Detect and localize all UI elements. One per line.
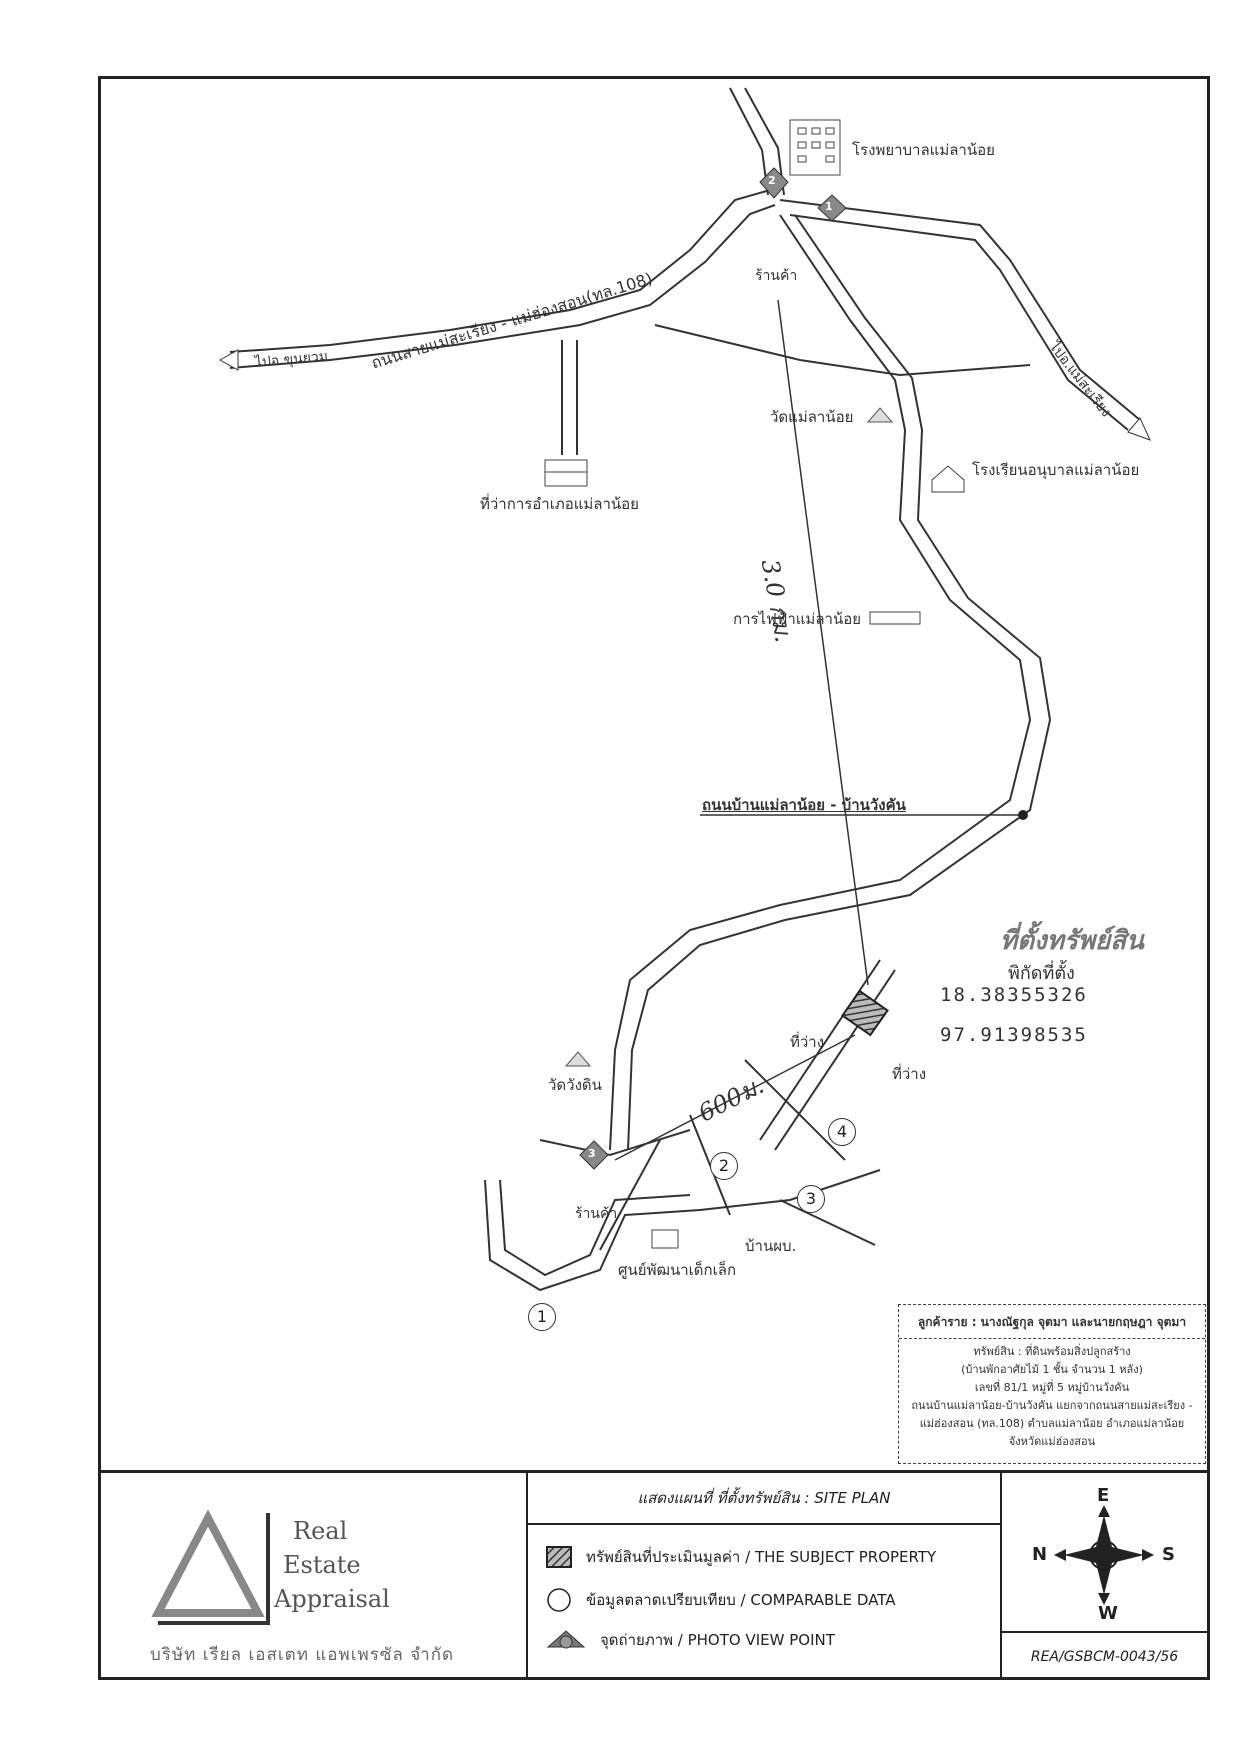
legend-row-comparable: ข้อมูลตลาดเปรียบเทียบ / COMPARABLE DATA bbox=[546, 1587, 896, 1613]
hospital-icon bbox=[789, 119, 841, 176]
subject-access-road-2 bbox=[774, 969, 896, 1151]
comparable-marker-4: 4 bbox=[828, 1118, 856, 1146]
legend-panel: Real Estate Appraisal บริษัท เรียล เอสเต… bbox=[98, 1470, 1210, 1680]
comparable-circle-icon bbox=[547, 1588, 571, 1612]
legend-subject-label: ทรัพย์สินที่ประเมินมูลค่า / THE SUBJECT … bbox=[586, 1548, 937, 1566]
comparable-marker-1: 1 bbox=[528, 1303, 556, 1331]
village-road-5 bbox=[744, 1059, 846, 1161]
label-child-center: ศูนย์พัฒนาเด็กเล็ก bbox=[618, 1261, 737, 1279]
label-village-head: บ้านผบ. bbox=[745, 1237, 797, 1255]
arrow-to-maesariang bbox=[1127, 417, 1151, 441]
info-line: เลขที่ 81/1 หมู่ที่ 5 หมู่บ้านวังคัน bbox=[974, 1381, 1130, 1394]
company-name-th: บริษัท เรียล เอสเตท แอพเพรซัล จำกัด bbox=[150, 1645, 455, 1665]
map-frame bbox=[98, 76, 1210, 1680]
comparable-marker-3: 3 bbox=[797, 1185, 825, 1213]
east-road-top bbox=[779, 199, 1141, 421]
village-road-7 bbox=[599, 1139, 661, 1251]
legend-photo-label: จุดถ่ายภาพ / PHOTO VIEW POINT bbox=[600, 1631, 835, 1649]
compass-east: E bbox=[1097, 1485, 1110, 1506]
label-wat-wangdin: วัดวังดิน bbox=[548, 1076, 602, 1094]
company-logo-icon bbox=[151, 1509, 270, 1625]
photo-point-marker-3 bbox=[579, 1140, 609, 1170]
photo-point-marker-1 bbox=[817, 194, 847, 222]
distance-line-north bbox=[777, 299, 869, 986]
subject-property bbox=[841, 989, 889, 1037]
kindergarten-icon bbox=[931, 465, 965, 493]
highway-edge-top bbox=[229, 189, 771, 353]
local-road-left bbox=[609, 214, 1032, 1151]
subject-swatch-icon bbox=[546, 1546, 572, 1568]
label-vacant-2: ที่ว่าง bbox=[892, 1065, 927, 1083]
compass-north: N bbox=[1032, 1544, 1048, 1565]
compass-cell: E W N S REA/GSBCM-0043/56 bbox=[1002, 1473, 1207, 1680]
photo-point-icon bbox=[546, 1630, 586, 1649]
coord-lon: 97.91398535 bbox=[940, 1024, 1088, 1046]
wat-wangdin-icon bbox=[564, 1051, 592, 1067]
label-shop-north: ร้านค้า bbox=[755, 268, 798, 284]
photo-point-marker-2 bbox=[759, 167, 789, 199]
logo-line-3: Appraisal bbox=[274, 1585, 390, 1613]
reference-number: REA/GSBCM-0043/56 bbox=[1002, 1631, 1207, 1682]
side-road bbox=[654, 324, 1031, 377]
label-district-office: ที่ว่าการอำเภอแม่ลาน้อย bbox=[480, 495, 639, 513]
info-line: จังหวัดแม่ฮ่องสอน bbox=[1008, 1435, 1096, 1448]
label-wat-maelanoi: วัดแม่ลาน้อย bbox=[770, 408, 854, 426]
village-road-6 bbox=[779, 1199, 876, 1246]
info-line: (บ้านพักอาศัยไม้ 1 ชั้น จำนวน 1 หลัง) bbox=[961, 1363, 1143, 1376]
local-road-right bbox=[627, 214, 1052, 1151]
info-line: แม่ฮ่องสอน (ทล.108) ตำบลแม่ลาน้อย อำเภอแ… bbox=[919, 1417, 1185, 1430]
compass-rose-icon bbox=[1054, 1505, 1154, 1605]
label-local-road: ถนนบ้านแม่ลาน้อย - บ้านวังคัน bbox=[702, 796, 906, 814]
photo-point-number-3: 3 bbox=[588, 1147, 596, 1160]
distance-line-south bbox=[614, 1034, 856, 1161]
arrow-to-khunyuam bbox=[218, 349, 239, 371]
logo-line-1: Real bbox=[293, 1517, 348, 1545]
compass-south: S bbox=[1162, 1544, 1175, 1565]
east-road-bottom bbox=[789, 214, 1129, 431]
label-kindergarten: โรงเรียนอนุบาลแม่ลาน้อย bbox=[972, 461, 1140, 479]
legend-comparable-label: ข้อมูลตลาดเปรียบเทียบ / COMPARABLE DATA bbox=[586, 1591, 896, 1609]
coord-lat: 18.38355326 bbox=[940, 984, 1088, 1006]
district-office-icon bbox=[544, 459, 588, 487]
highway-edge-bottom bbox=[229, 204, 776, 369]
legend-row-photo: จุดถ่ายภาพ / PHOTO VIEW POINT bbox=[546, 1627, 835, 1653]
photo-point-number-1: 1 bbox=[825, 200, 833, 213]
label-vacant-1: ที่ว่าง bbox=[790, 1033, 825, 1051]
legend-row-subject: ทรัพย์สินที่ประเมินมูลค่า / THE SUBJECT … bbox=[546, 1545, 936, 1569]
logo-cell: Real Estate Appraisal บริษัท เรียล เอสเต… bbox=[98, 1473, 528, 1680]
legend-title: แสดงแผนที่ ที่ตั้งทรัพย์สิน : SITE PLAN bbox=[528, 1473, 1000, 1525]
label-shop-south: ร้านค้า bbox=[575, 1206, 618, 1222]
comparable-marker-2: 2 bbox=[710, 1152, 738, 1180]
electricity-icon bbox=[869, 611, 921, 625]
junction-dot bbox=[1018, 810, 1028, 820]
label-coord: พิกัดที่ตั้ง bbox=[1008, 963, 1075, 984]
child-center-icon bbox=[651, 1229, 679, 1249]
client-name: ลูกค้าราย : นางณัฐกุล จุตมา และนายกฤษฎา … bbox=[899, 1305, 1205, 1339]
village-road-3 bbox=[539, 1129, 691, 1157]
north-road-left bbox=[729, 87, 769, 196]
wat-maelanoi-icon bbox=[866, 407, 894, 423]
info-line: ถนนบ้านแม่ลาน้อย-บ้านวังคัน แยกจากถนนสาย… bbox=[911, 1399, 1193, 1412]
label-electricity: การไฟฟ้าแม่ลาน้อย bbox=[733, 610, 861, 628]
info-line: ทรัพย์สิน : ที่ดินพร้อมสิ่งปลูกสร้าง bbox=[973, 1345, 1131, 1358]
compass-west: W bbox=[1098, 1603, 1118, 1624]
logo-line-2: Estate bbox=[283, 1551, 361, 1579]
property-info-box: ลูกค้าราย : นางณัฐกุล จุตมา และนายกฤษฎา … bbox=[898, 1304, 1206, 1464]
photo-point-number-2: 2 bbox=[768, 174, 776, 187]
village-road-1 bbox=[484, 1169, 881, 1292]
label-subject-location: ที่ตั้งทรัพย์สิน bbox=[1000, 926, 1144, 956]
label-hospital: โรงพยาบาลแม่ลาน้อย bbox=[852, 141, 995, 159]
legend-cell: แสดงแผนที่ ที่ตั้งทรัพย์สิน : SITE PLAN … bbox=[528, 1473, 1002, 1680]
